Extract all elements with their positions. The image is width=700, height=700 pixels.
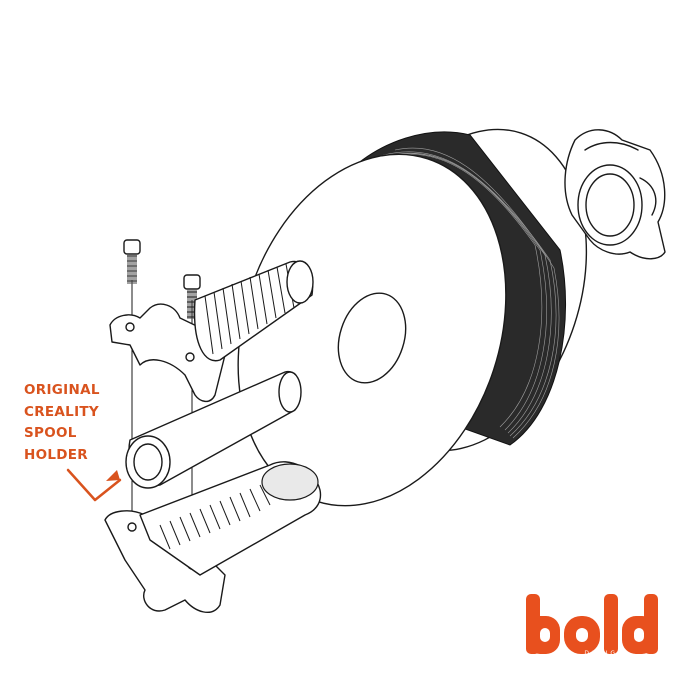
logo-subtext: DESIGN: [584, 650, 626, 657]
callout-line-4: HOLDER: [24, 446, 89, 463]
filament-spool: [237, 128, 588, 507]
original-holder-callout: ORIGINAL CREALITY SPOOL HOLDER: [24, 380, 134, 466]
threaded-rod: [193, 260, 314, 362]
holder-tube: [125, 371, 302, 489]
ridged-bar: [139, 461, 322, 576]
arrow-icon: [66, 468, 122, 502]
spool-nut: [564, 129, 666, 260]
bold-logo-icon: [526, 594, 658, 654]
screw-left: [123, 239, 141, 284]
callout-line-2: CREALITY: [24, 403, 99, 420]
callout-line-1: ORIGINAL: [24, 382, 100, 398]
callout-line-3: SPOOL: [24, 425, 77, 441]
